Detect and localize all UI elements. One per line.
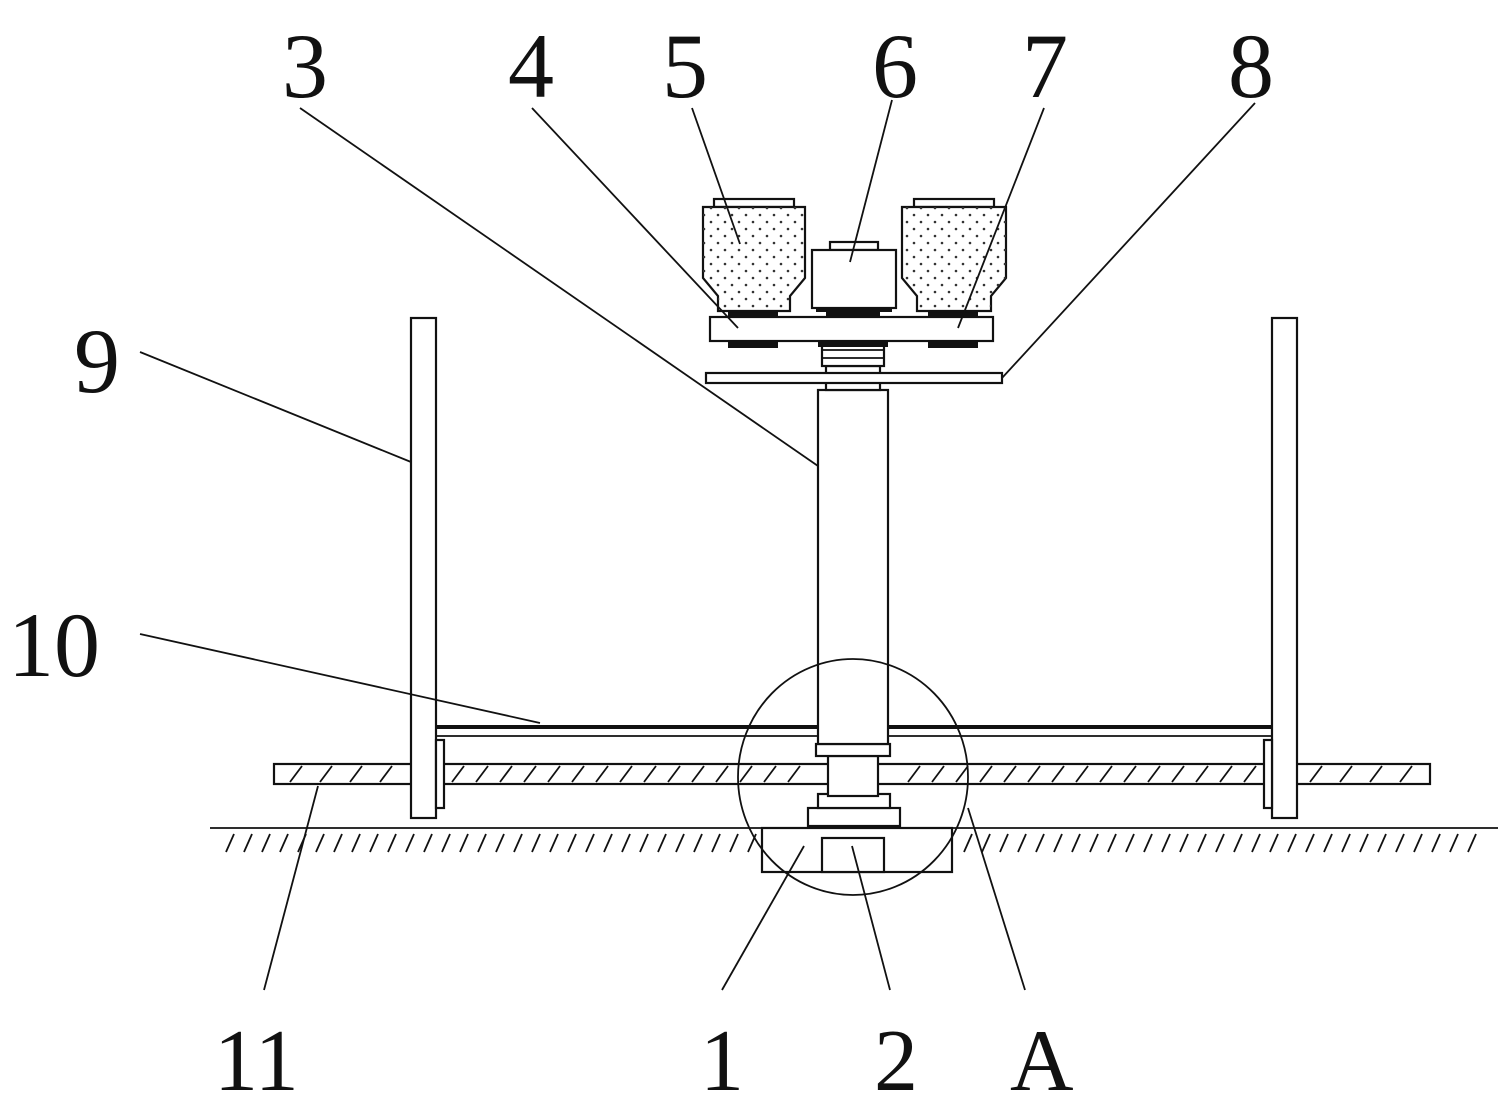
right-upright [1262,316,1299,820]
label-4: 4 [508,15,554,117]
label-10: 10 [8,594,100,696]
label-6: 6 [872,15,918,117]
label-8: 8 [1228,15,1274,117]
label-1: 1 [700,1013,744,1106]
label-a: A [1010,1013,1074,1106]
leader-lines [139,99,1256,991]
detail-circle-a [737,658,969,896]
left-upright [409,316,446,820]
label-2: 2 [874,1013,918,1106]
reference-labels: 3 4 5 6 7 8 9 10 11 1 2 A [8,15,1274,1106]
center-motor [810,240,898,312]
screw-nut-assembly [806,742,902,828]
left-hopper [701,197,807,313]
label-5: 5 [662,15,708,117]
right-hopper [900,197,1008,313]
label-9: 9 [74,310,120,412]
screw-threading [289,765,1413,783]
label-3: 3 [282,15,328,117]
vertical-column [816,342,890,746]
top-platform [708,311,995,348]
lower-plate [704,371,1004,385]
ground-hatching [225,833,1477,853]
label-11: 11 [214,1013,299,1106]
label-7: 7 [1022,15,1068,117]
